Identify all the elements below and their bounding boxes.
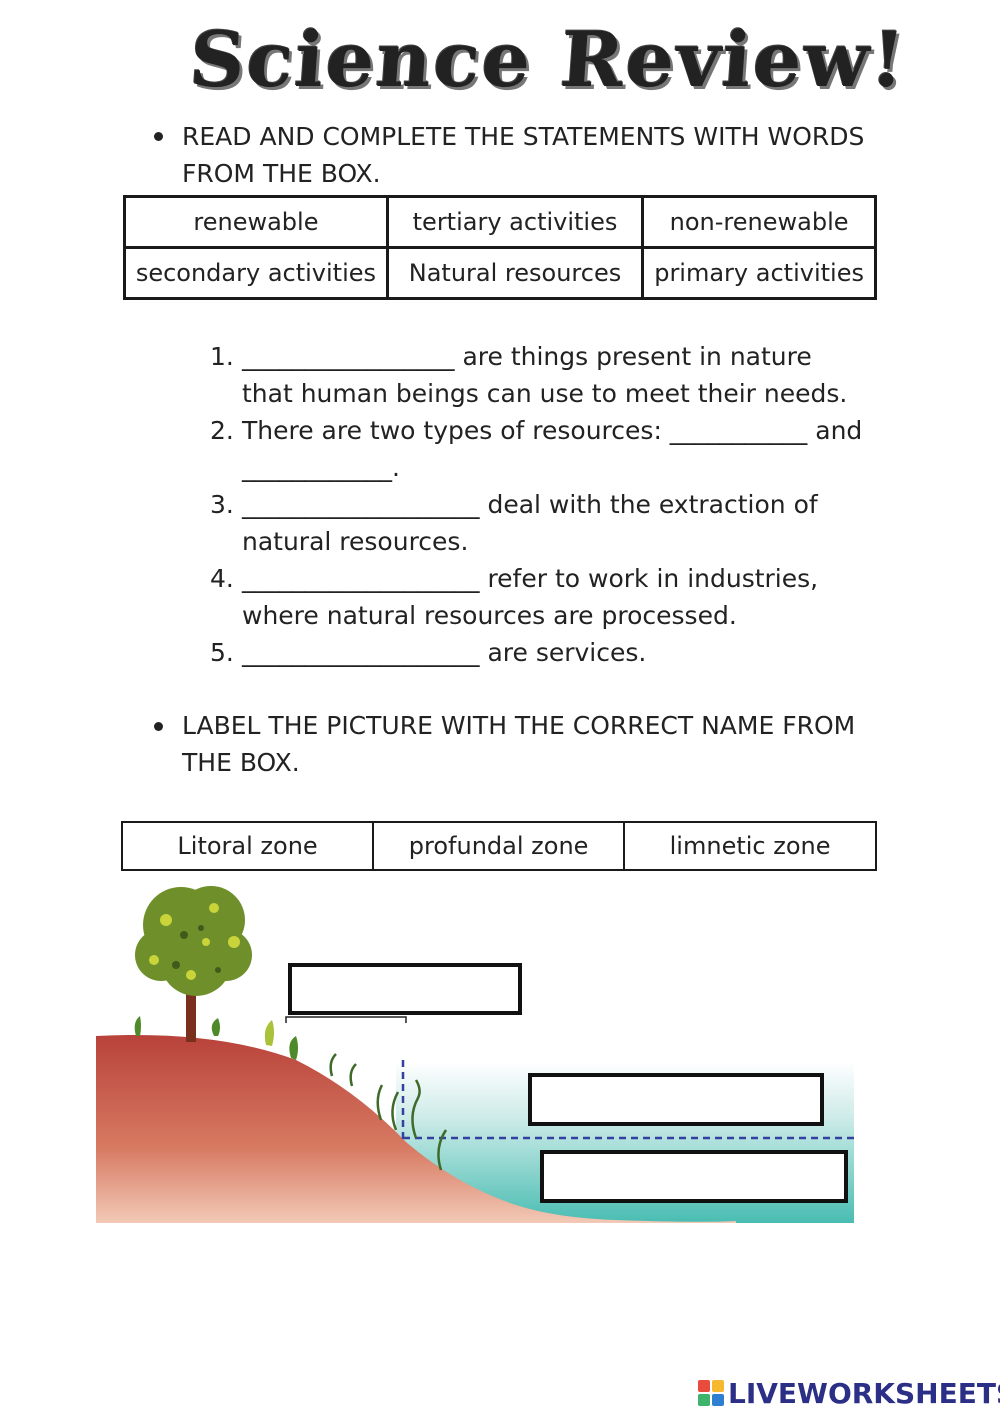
question-text[interactable]: ___________________ are services. — [242, 638, 647, 667]
question-text: that human beings can use to meet their … — [242, 379, 848, 408]
instruction-2: LABEL THE PICTURE WITH THE CORRECT NAME … — [182, 707, 872, 781]
question-text[interactable]: _________________ are things present in … — [242, 342, 812, 371]
word-box-2: Litoral zone profundal zone limnetic zon… — [120, 821, 877, 871]
word-box-cell: non-renewable — [641, 195, 877, 249]
bullet-icon — [152, 720, 166, 734]
question-text[interactable]: ___________________ refer to work in ind… — [242, 564, 819, 593]
word-box-cell: renewable — [123, 195, 389, 249]
word-box-row: renewable tertiary activities non-renewa… — [123, 195, 877, 249]
word-box-cell: primary activities — [641, 246, 877, 300]
word-box-1: renewable tertiary activities non-renewa… — [123, 195, 877, 300]
question-text: where natural resources are processed. — [242, 601, 737, 630]
instruction-1-line2: FROM THE BOX. — [182, 159, 381, 188]
litoral-zone-answer-box[interactable] — [288, 963, 522, 1015]
question-number: 5. — [210, 638, 234, 667]
word-box-cell: Litoral zone — [120, 821, 375, 871]
liveworksheets-brand-text: LIVEWORKSHEETS — [728, 1376, 1000, 1410]
word-box-cell: profundal zone — [372, 821, 626, 871]
profundal-zone-answer-box[interactable] — [540, 1150, 848, 1203]
instruction-1: READ AND COMPLETE THE STATEMENTS WITH WO… — [182, 118, 872, 192]
word-box-cell: limnetic zone — [623, 821, 877, 871]
word-box-row: secondary activities Natural resources p… — [123, 246, 877, 300]
question-item: 3. ___________________ deal with the ext… — [210, 486, 890, 560]
page-title: Science Review! — [186, 15, 910, 104]
question-number: 4. — [210, 564, 234, 593]
liveworksheets-logo: LIVEWORKSHEETS — [698, 1375, 1000, 1411]
word-box-row: Litoral zone profundal zone limnetic zon… — [120, 821, 877, 871]
question-text[interactable]: ____________. — [242, 453, 400, 482]
question-text[interactable]: There are two types of resources: ______… — [242, 416, 863, 445]
question-item: 2. There are two types of resources: ___… — [210, 412, 890, 486]
limnetic-zone-answer-box[interactable] — [528, 1073, 824, 1126]
lake-zones-diagram — [96, 880, 856, 1225]
question-number: 1. — [210, 342, 234, 371]
question-text[interactable]: ___________________ deal with the extrac… — [242, 490, 818, 519]
question-item: 1. _________________ are things present … — [210, 338, 890, 412]
liveworksheets-logo-icon — [698, 1380, 724, 1406]
instruction-2-line2: THE BOX. — [182, 748, 300, 777]
instruction-1-line1: READ AND COMPLETE THE STATEMENTS WITH WO… — [182, 122, 865, 151]
word-box-cell: secondary activities — [123, 246, 389, 300]
question-number: 3. — [210, 490, 234, 519]
word-box-cell: tertiary activities — [385, 195, 645, 249]
question-item: 4. ___________________ refer to work in … — [210, 560, 890, 634]
word-box-cell: Natural resources — [385, 246, 645, 300]
question-text: natural resources. — [242, 527, 469, 556]
instruction-2-line1: LABEL THE PICTURE WITH THE CORRECT NAME … — [182, 711, 856, 740]
question-number: 2. — [210, 416, 234, 445]
question-list: 1. _________________ are things present … — [210, 338, 890, 671]
question-item: 5. ___________________ are services. — [210, 634, 890, 671]
bullet-icon — [152, 130, 166, 144]
